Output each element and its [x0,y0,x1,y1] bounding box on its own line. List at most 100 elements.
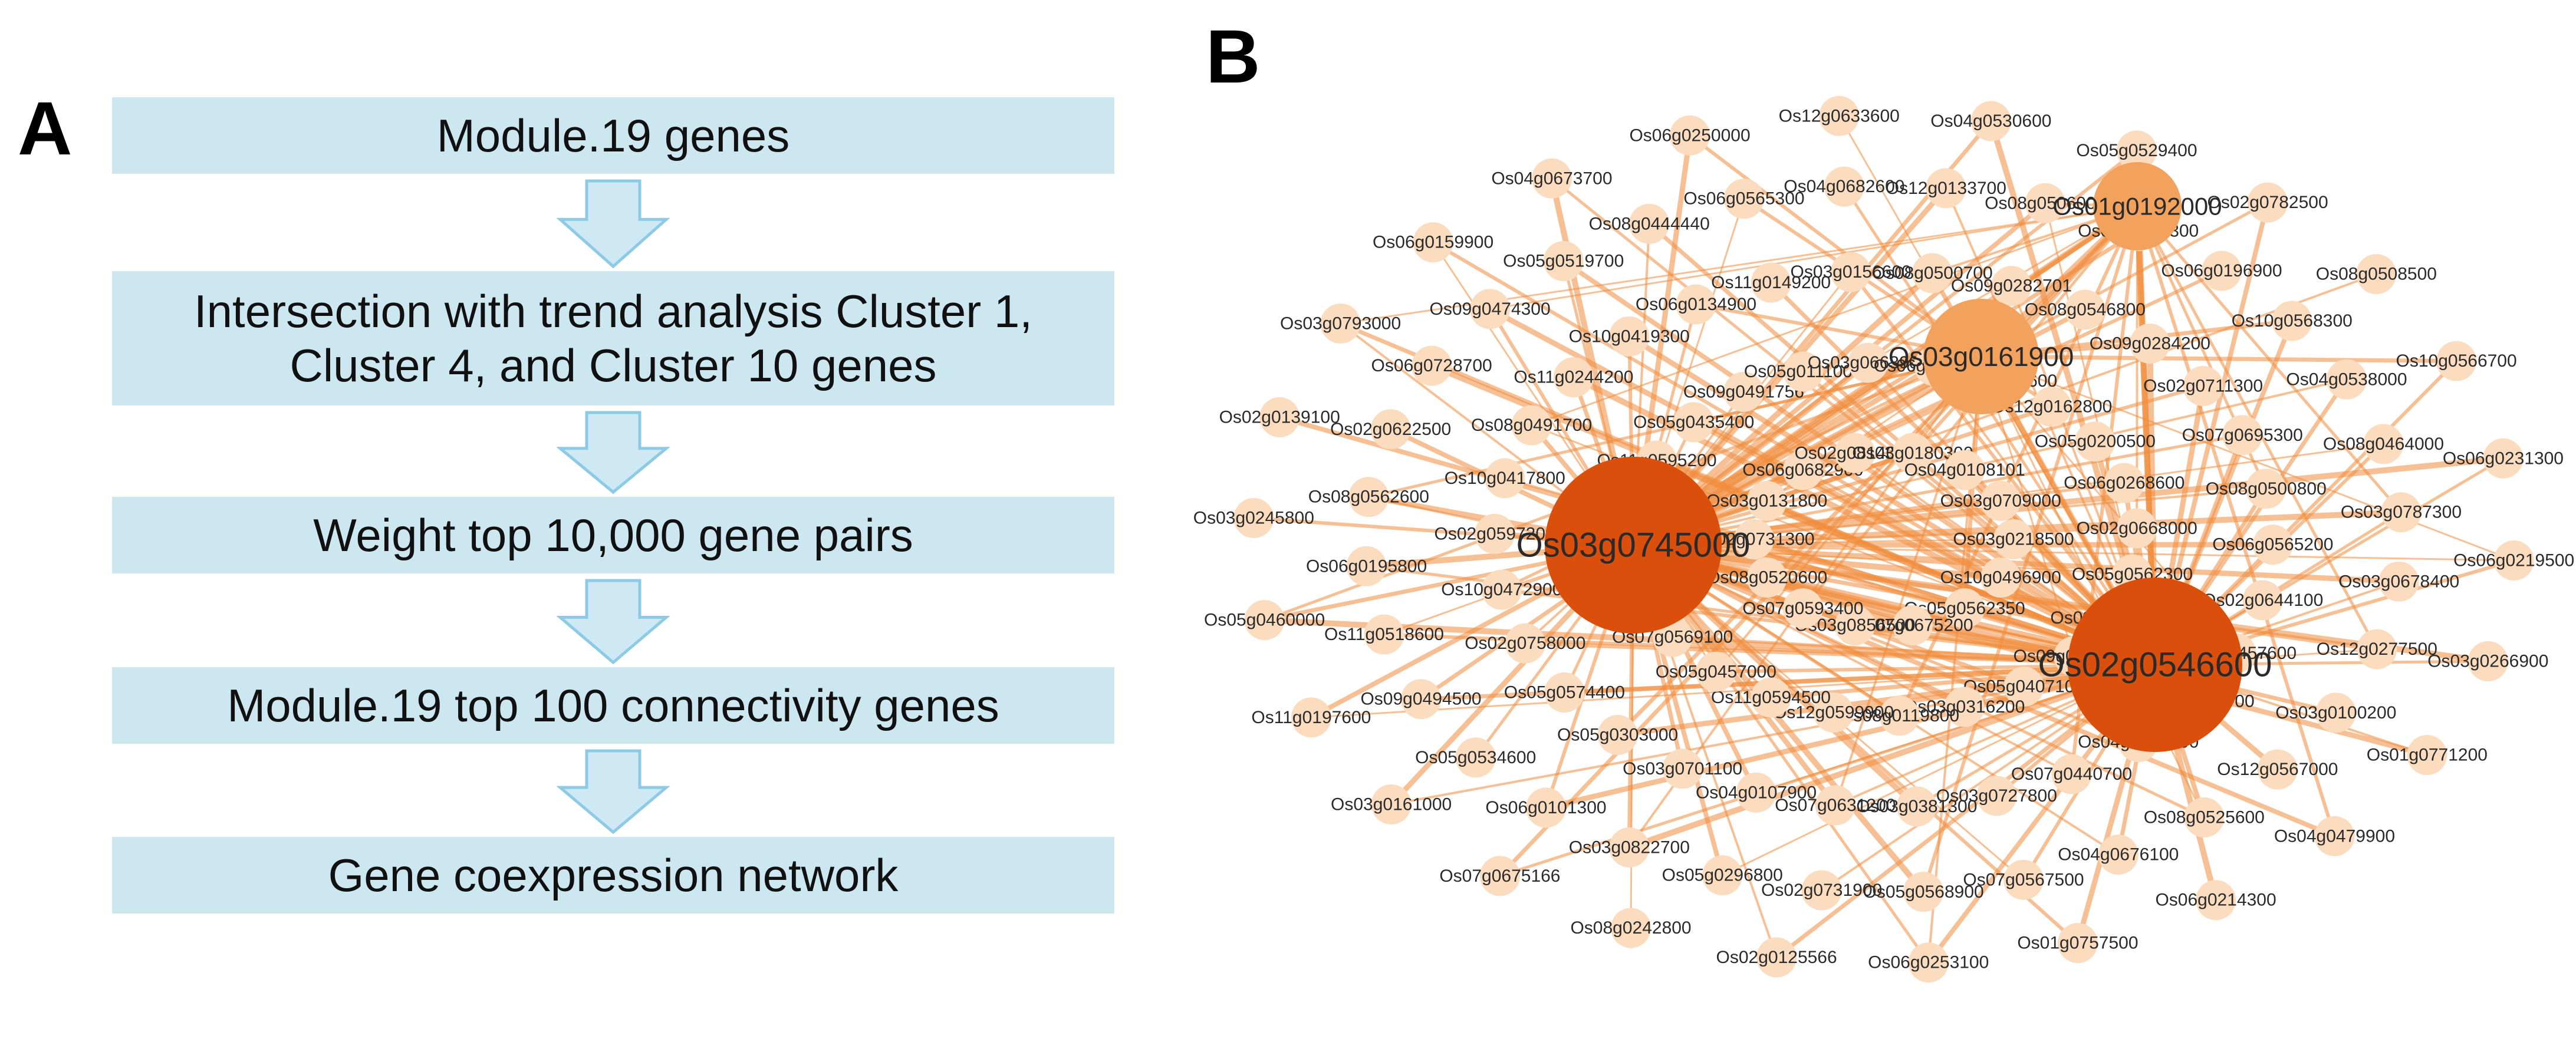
gene-node [1734,519,1774,559]
gene-label: Os05g0200500 [2035,432,2156,451]
gene-label: Os04g0676100 [2058,845,2179,865]
gene-label: Os06g0728700 [1371,356,1492,375]
gene-node [1746,558,1787,598]
hub-gene-node [2093,162,2182,250]
network-edge [1630,203,2140,548]
gene-node [2257,749,2298,790]
gene-node [2098,835,2139,875]
gene-node [1782,450,1823,490]
gene-label: Os02g0782500 [2207,193,2328,212]
gene-node [1908,942,1949,983]
step-label: Gene coexpression network [328,849,899,901]
network-edge [1489,205,2139,310]
gene-node [1259,397,1300,437]
gene-label: Os04g0682600 [1784,177,1904,196]
step-box [112,837,1114,914]
gene-label: Os08g0119800 [1840,706,1959,725]
network-edge [1616,204,2140,737]
panel-a-letter: A [18,87,72,171]
gene-node [2363,424,2404,464]
gene-label: Os10g0419300 [1569,327,1690,346]
gene-node [1371,784,1412,825]
gene-label: Os06g0214300 [2155,891,2276,910]
panel-b-network: B Os06g0219500Os03g0266900Os01g0771200Os… [1193,15,2574,983]
gene-node [1609,827,1650,868]
gene-node [1783,351,1824,392]
gene-node [1696,651,1736,692]
gene-label: Os05g0457000 [1656,662,1776,681]
gene-node [1597,714,1638,755]
gene-node [1945,450,1985,490]
gene-node [2003,859,2044,900]
gene-node [1944,687,1985,727]
gene-label: Os08g0508500 [2316,265,2437,284]
gene-label: Os02g0758000 [1465,634,1585,653]
gene-node [2315,692,2356,733]
gene-label: Os01g0757500 [2017,934,2138,953]
gene-label: Os10g0568300 [2232,311,2353,331]
gene-node [1751,677,1791,718]
gene-node [1485,458,1525,499]
gene-node [1751,262,1791,303]
gene-node [1370,409,1411,450]
gene-node [1346,546,1387,586]
gene-node [1348,477,1389,517]
gene-label: Os02g0139100 [1219,407,1340,427]
hub-gene-label: Os02g0546600 [2038,646,2272,684]
hub-gene-node [2068,578,2242,752]
gene-label: Os06g0565300 [1683,189,1804,209]
gene-label: Os08g0464000 [2323,434,2444,454]
network-edge [1834,355,1982,807]
gene-label: Os03g0100200 [2275,703,2396,723]
gene-node [2025,183,2065,223]
step-box [112,667,1114,744]
gene-node [2003,667,2044,707]
gene-label: Os05g0568900 [1863,882,1984,902]
down-arrow-icon [556,749,670,835]
gene-node [1879,695,1920,736]
gene-node [1320,303,1361,344]
gene-label: Os02g0622500 [1330,420,1451,439]
gene-node [2493,540,2534,581]
gene-node [2357,629,2397,670]
gene-label: Os09g0474300 [1430,299,1551,319]
gene-node [1848,342,1889,383]
step-box [112,271,1114,405]
gene-label: Os03g0787300 [2341,503,2462,522]
gene-node [1903,872,1944,912]
step-label: Intersection with trend analysis Cluster… [194,285,1032,337]
gene-label: Os09g0282701 [1951,276,2072,296]
gene-node [1670,115,1710,156]
network-edge [1523,641,2157,667]
gene-node [2483,438,2524,479]
gene-node [1896,786,1937,827]
gene-node [2075,421,2116,462]
gene-node [1993,519,2034,559]
gene-label: Os07g0440700 [2011,764,2132,784]
gene-label: Os08g0546800 [2025,300,2146,319]
gene-label: Os12g0633600 [1779,106,1900,126]
gene-node [2117,508,2157,549]
gene-label: Os11g0594500 [1711,688,1831,707]
gene-label: Os03g0381300 [1856,797,1977,816]
gene-node [2314,816,2355,856]
gene-node [2184,797,2225,838]
gene-node [2246,469,2287,509]
down-arrow-icon [556,411,670,494]
gene-label: Os08g0491700 [1471,415,1592,435]
gene-label: Os10g0417800 [1445,469,1565,488]
gene-label: Os06g0134900 [1636,295,1756,314]
gene-node [1531,158,1572,199]
gene-node [2252,525,2293,565]
step-box [112,97,1114,174]
hub-gene-label: Os03g0745000 [1516,526,1751,565]
gene-node [2436,341,2477,381]
gene-node [2356,254,2397,295]
gene-label: Os02g0597200 [1435,524,1555,543]
network-edge [1570,374,2158,668]
gene-node [1980,480,2021,521]
step-box [112,497,1114,573]
step-label: Weight top 10,000 gene pairs [313,509,913,561]
hub-gene-node [1923,299,2039,414]
